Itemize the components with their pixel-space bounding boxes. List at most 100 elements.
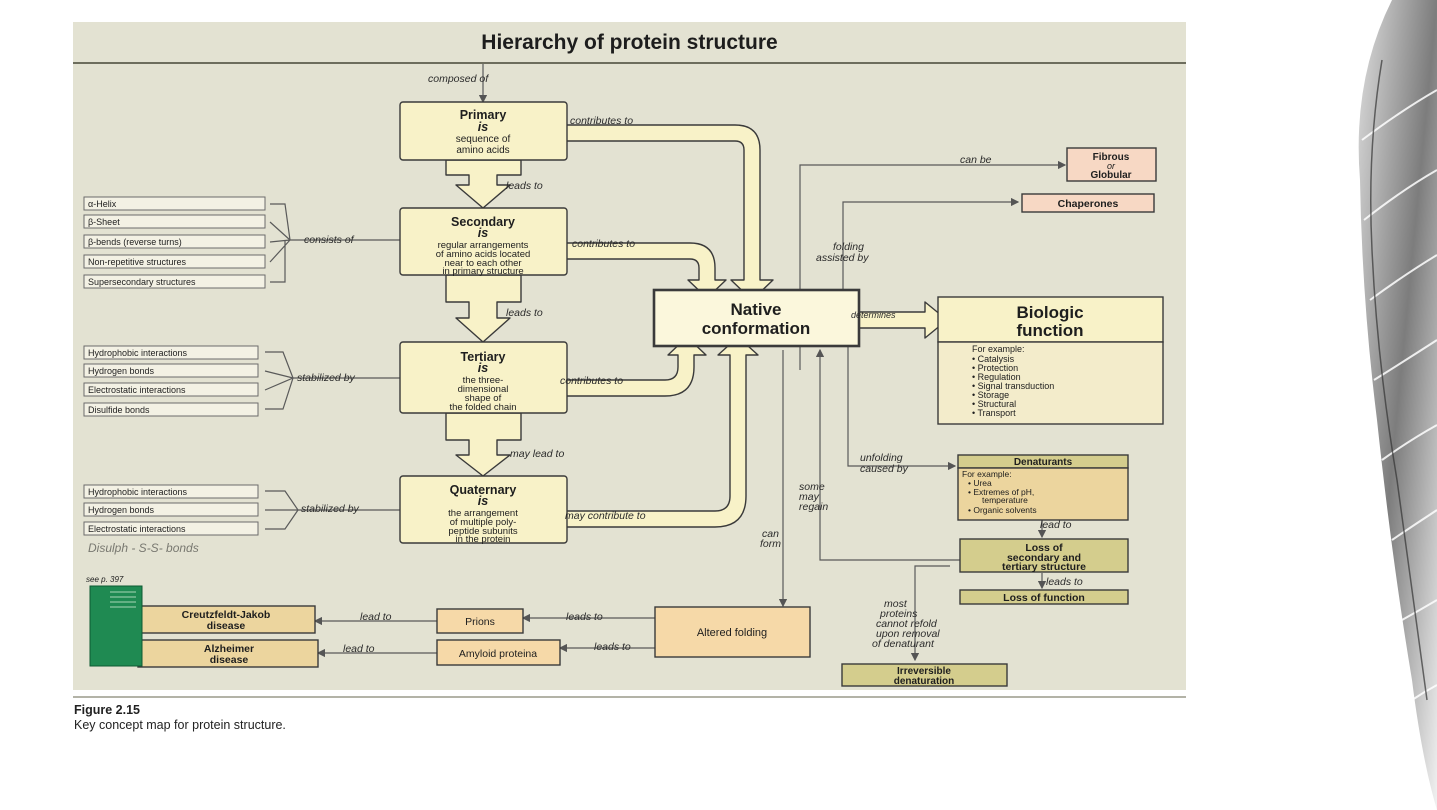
list-item: Hydrogen bonds	[88, 505, 155, 515]
svg-text:function: function	[1016, 321, 1083, 340]
svg-text:is: is	[478, 120, 488, 134]
svg-text:some: some	[799, 481, 825, 493]
list-item: Disulfide bonds	[88, 405, 150, 415]
svg-text:of amino acids located: of amino acids located	[436, 249, 531, 260]
biologic-function: Biologic	[1016, 303, 1083, 322]
svg-text:regular arrangements: regular arrangements	[438, 240, 529, 251]
svg-text:cannot refold: cannot refold	[876, 618, 938, 630]
svg-text:denaturation: denaturation	[894, 676, 955, 687]
svg-text:caused by: caused by	[860, 463, 909, 475]
svg-text:conformation: conformation	[702, 319, 811, 338]
primary-contributes-arrow	[559, 124, 774, 301]
svg-text:most: most	[884, 598, 908, 610]
svg-text:the arrangement: the arrangement	[448, 508, 518, 519]
svg-text:lead to: lead to	[343, 643, 375, 655]
svg-text:may contribute to: may contribute to	[565, 510, 646, 522]
svg-text:• Extremes of pH,: • Extremes of pH,	[968, 487, 1034, 497]
svg-text:may: may	[799, 491, 820, 503]
loss-of-function: Loss of function	[1003, 592, 1085, 604]
svg-text:regain: regain	[799, 501, 828, 513]
loss-of-structure: Loss of	[1025, 542, 1063, 554]
fibrous-globular: Fibrous	[1093, 152, 1130, 163]
svg-text:assisted by: assisted by	[816, 252, 869, 264]
native-conformation: Native	[730, 300, 781, 319]
svg-text:or: or	[1107, 161, 1116, 171]
alzheimer-disease: Alzheimer	[204, 643, 254, 655]
svg-text:dimensional: dimensional	[458, 384, 509, 395]
figure-number: Figure 2.15	[74, 703, 140, 717]
svg-text:For example:: For example:	[972, 344, 1025, 354]
svg-text:• Transport: • Transport	[972, 408, 1016, 418]
quaternary-name: Quaternary	[450, 483, 517, 497]
determines-arrow	[854, 301, 948, 339]
unfolding-arrow	[847, 340, 957, 471]
handwritten-note: Disulph - S-S- bonds	[88, 541, 199, 555]
svg-text:may lead to: may lead to	[510, 448, 564, 460]
svg-text:• Storage: • Storage	[972, 390, 1009, 400]
svg-text:determines: determines	[851, 310, 896, 320]
book-icon	[89, 585, 143, 667]
list-item: Electrostatic interactions	[88, 524, 186, 534]
secondary-name: Secondary	[451, 215, 515, 229]
svg-text:can: can	[762, 528, 779, 540]
svg-text:leads to: leads to	[506, 180, 543, 192]
svg-text:contributes to: contributes to	[560, 375, 623, 387]
tertiary-name: Tertiary	[461, 350, 506, 364]
amyloid-proteina: Amyloid proteina	[459, 648, 537, 660]
denaturants: Denaturants	[1014, 457, 1073, 468]
list-item: α-Helix	[88, 199, 117, 209]
svg-text:contributes to: contributes to	[570, 115, 633, 127]
list-item: Electrostatic interactions	[88, 385, 186, 395]
svg-text:in primary structure: in primary structure	[442, 266, 523, 277]
svg-text:• Regulation: • Regulation	[972, 372, 1021, 382]
list-item: β-bends (reverse turns)	[88, 237, 182, 247]
svg-text:is: is	[478, 226, 488, 240]
svg-text:leads to: leads to	[566, 611, 603, 623]
svg-text:• Organic solvents: • Organic solvents	[968, 505, 1037, 515]
svg-text:• Structural: • Structural	[972, 399, 1016, 409]
altered-folding: Altered folding	[697, 627, 767, 639]
svg-text:of denaturant: of denaturant	[872, 638, 935, 650]
regain-arrow	[815, 348, 1010, 561]
svg-text:Globular: Globular	[1090, 170, 1131, 181]
svg-text:form: form	[760, 538, 781, 550]
svg-text:unfolding: unfolding	[860, 452, 903, 464]
svg-text:the three-: the three-	[463, 375, 504, 386]
svg-text:• Catalysis: • Catalysis	[972, 354, 1015, 364]
list-item: β-Sheet	[88, 217, 120, 227]
list-item: Supersecondary structures	[88, 277, 196, 287]
svg-text:lead to: lead to	[1040, 519, 1072, 531]
svg-text:disease: disease	[207, 620, 246, 632]
svg-text:tertiary structure: tertiary structure	[1002, 561, 1086, 573]
svg-text:composed of: composed of	[428, 73, 489, 85]
svg-text:• Signal transduction: • Signal transduction	[972, 381, 1054, 391]
svg-text:upon removal: upon removal	[876, 628, 940, 640]
svg-text:the folded chain: the folded chain	[449, 402, 516, 413]
svg-text:leads to: leads to	[1046, 576, 1083, 588]
caption-text: Key concept map for protein structure.	[74, 718, 286, 732]
svg-text:of multiple poly-: of multiple poly-	[450, 517, 517, 528]
svg-text:near to each other: near to each other	[444, 258, 521, 269]
svg-text:can be: can be	[960, 154, 992, 166]
list-item: Hydrophobic interactions	[88, 487, 188, 497]
svg-text:folding: folding	[833, 241, 864, 253]
svg-text:• Urea: • Urea	[968, 478, 992, 488]
svg-text:in the protein: in the protein	[456, 534, 511, 545]
svg-text:amino acids: amino acids	[456, 145, 509, 156]
svg-text:leads to: leads to	[594, 641, 631, 653]
svg-text:sequence of: sequence of	[456, 134, 511, 145]
list-item: Hydrogen bonds	[88, 366, 155, 376]
figure-caption: Figure 2.15 Key concept map for protein …	[74, 703, 286, 733]
svg-text:proteins: proteins	[879, 608, 918, 620]
irreversible-denaturation: Irreversible	[897, 666, 951, 677]
svg-text:leads to: leads to	[506, 307, 543, 319]
svg-text:secondary and: secondary and	[1007, 552, 1081, 564]
svg-text:temperature: temperature	[982, 495, 1028, 505]
primary-name: Primary	[460, 108, 507, 122]
svg-text:stabilized by: stabilized by	[301, 503, 360, 515]
svg-text:is: is	[478, 361, 488, 375]
svg-text:For example:: For example:	[962, 469, 1012, 479]
svg-text:• Protection: • Protection	[972, 363, 1018, 373]
svg-text:consists of: consists of	[304, 234, 355, 246]
